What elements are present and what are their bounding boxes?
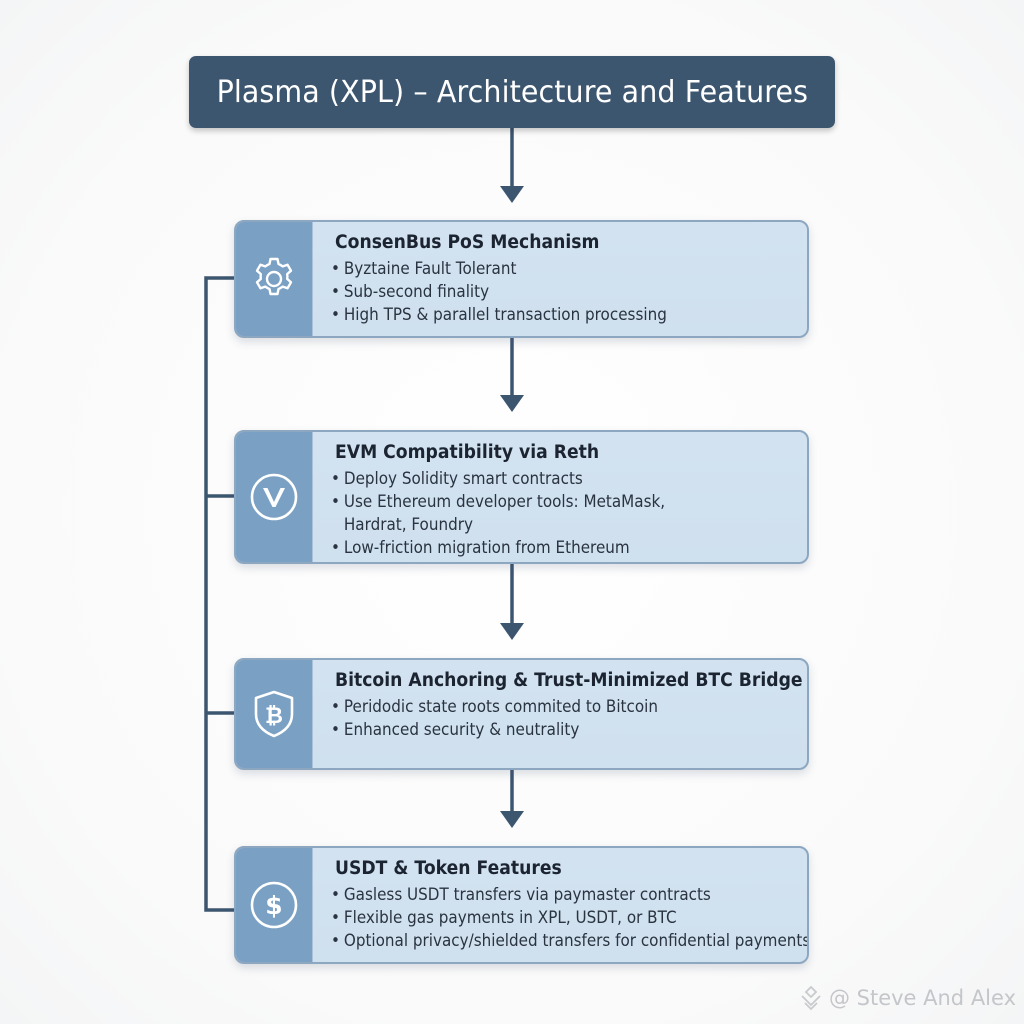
- bullet-list: •Byztaine Fault Tolerant •Sub-second fin…: [331, 257, 807, 326]
- bullet-item: •Low-friction migration from Ethereum: [331, 538, 630, 557]
- bullet-item: •Enhanced security & neutrality: [331, 720, 580, 739]
- arrowhead-to-card3: [500, 623, 524, 640]
- bullet-list: •Peridodic state roots commited to Bitco…: [331, 695, 807, 741]
- bullet-item: •Byztaine Fault Tolerant: [331, 259, 517, 278]
- bullet-item: •Gasless USDT transfers via paymaster co…: [331, 885, 711, 904]
- card-title: ConsenBus PoS Mechanism: [335, 232, 600, 253]
- svg-text:$: $: [265, 891, 282, 920]
- card-title: EVM Compatibility via Reth: [335, 442, 600, 463]
- bullet-item: •Flexible gas payments in XPL, USDT, or …: [331, 908, 677, 927]
- watermark: @ Steve And Alex: [797, 984, 1016, 1012]
- bullet-item: •Sub-second finality: [331, 282, 490, 301]
- arrowhead-to-card1: [500, 186, 524, 203]
- bitcoin-shield-icon: ₿: [254, 690, 294, 738]
- card-icon-panel: $: [236, 848, 313, 962]
- bullet-item: •High TPS & parallel transaction process…: [331, 305, 667, 324]
- card-icon-panel: [236, 222, 313, 336]
- card-title: USDT & Token Features: [335, 858, 562, 879]
- card-usdt-features: $ USDT & Token Features •Gasless USDT tr…: [234, 846, 809, 964]
- card-title: Bitcoin Anchoring & Trust-Minimized BTC …: [335, 670, 803, 691]
- svg-text:₿: ₿: [265, 704, 283, 729]
- bullet-list: •Gasless USDT transfers via paymaster co…: [331, 883, 809, 952]
- bullet-item: •Use Ethereum developer tools: MetaMask,: [331, 492, 666, 511]
- title-banner: Plasma (XPL) – Architecture and Features: [189, 56, 835, 128]
- arrowhead-to-card2: [500, 395, 524, 412]
- bullet-item: •Deploy Solidity smart contracts: [331, 469, 583, 488]
- card-body: Bitcoin Anchoring & Trust-Minimized BTC …: [313, 660, 807, 768]
- card-bitcoin-anchoring: ₿ Bitcoin Anchoring & Trust-Minimized BT…: [234, 658, 809, 770]
- gear-icon: [255, 257, 293, 296]
- card-consensus: ConsenBus PoS Mechanism •Byztaine Fault …: [234, 220, 809, 338]
- binance-logo-icon: [801, 985, 821, 1011]
- watermark-text: @ Steve And Alex: [828, 986, 1016, 1010]
- bullet-item: •Optional privacy/shielded transfers for…: [331, 931, 809, 950]
- card-icon-panel: ₿: [236, 660, 313, 768]
- card-body: ConsenBus PoS Mechanism •Byztaine Fault …: [313, 222, 807, 336]
- card-evm: EVM Compatibility via Reth •Deploy Solid…: [234, 430, 809, 564]
- evm-v-icon: [250, 473, 298, 521]
- card-body: EVM Compatibility via Reth •Deploy Solid…: [313, 432, 807, 562]
- card-icon-panel: [236, 432, 313, 562]
- bullet-item: •Peridodic state roots commited to Bitco…: [331, 697, 658, 716]
- bullet-item-continuation: Hardrat, Foundry: [343, 515, 473, 534]
- card-body: USDT & Token Features •Gasless USDT tran…: [313, 848, 809, 962]
- side-bracket-line: [204, 276, 236, 912]
- arrowhead-to-card4: [500, 811, 524, 828]
- page-title: Plasma (XPL) – Architecture and Features: [216, 74, 808, 110]
- bullet-list: •Deploy Solidity smart contracts •Use Et…: [331, 467, 807, 559]
- dollar-icon: $: [250, 881, 298, 929]
